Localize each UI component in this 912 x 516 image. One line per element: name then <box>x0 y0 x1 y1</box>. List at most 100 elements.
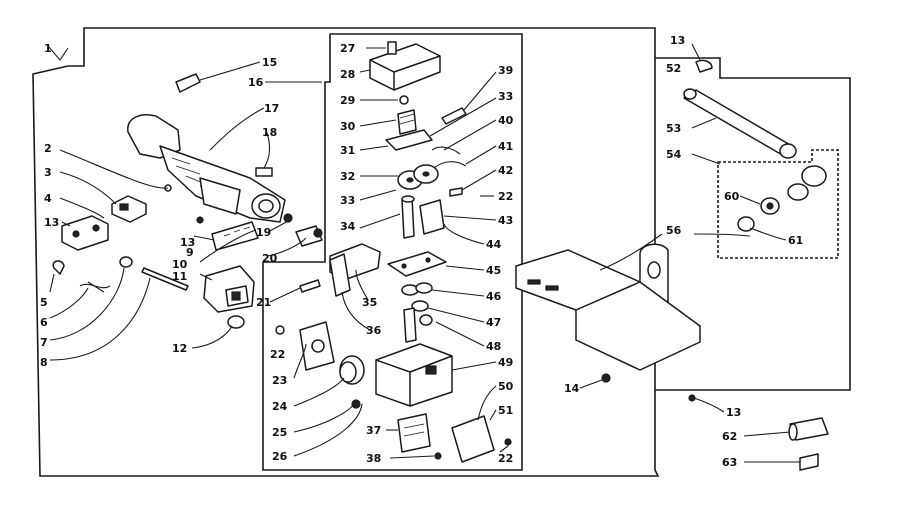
nut-29 <box>399 95 409 105</box>
callout-c35: 35 <box>362 296 377 309</box>
callout-c27: 27 <box>340 42 355 55</box>
callout-c8: 8 <box>40 356 48 369</box>
callout-c43: 43 <box>498 214 513 227</box>
switch-block-4 <box>61 215 109 251</box>
washer-47 <box>411 300 429 312</box>
bracket-31 <box>385 129 433 151</box>
callout-c19: 19 <box>256 226 271 239</box>
screw-22c <box>504 438 512 446</box>
callout-c22c: 22 <box>498 452 513 465</box>
callout-c56: 56 <box>666 224 682 237</box>
clip-52 <box>695 59 713 73</box>
right-frame-outline <box>655 57 851 391</box>
callout-c2: 2 <box>44 142 52 155</box>
link-39 <box>441 107 467 125</box>
callout-c11: 11 <box>172 270 187 283</box>
callout-c31: 31 <box>340 144 355 157</box>
chassis-56 <box>515 243 701 371</box>
cover-28 <box>369 43 441 91</box>
screw-25 <box>351 399 361 409</box>
callout-c13a: 13 <box>44 216 59 229</box>
spring-41 <box>433 161 467 169</box>
callout-c54: 54 <box>666 148 682 161</box>
callout-c34: 34 <box>340 220 356 233</box>
callout-c44: 44 <box>486 238 502 251</box>
callout-c38: 38 <box>366 452 381 465</box>
rod-8 <box>141 267 189 291</box>
bushing-46 <box>401 282 433 296</box>
callout-c13d: 13 <box>726 406 741 419</box>
clip-40 <box>431 146 461 155</box>
callout-c48: 48 <box>486 340 501 353</box>
bracket-36 <box>329 253 351 297</box>
callout-c17: 17 <box>264 102 279 115</box>
washer-61 <box>737 216 755 232</box>
callout-c15: 15 <box>262 56 277 69</box>
callout-c5: 5 <box>40 296 48 309</box>
handle-housing-17 <box>127 114 286 223</box>
callout-c32: 32 <box>340 170 355 183</box>
callout-c3: 3 <box>44 166 52 179</box>
callout-c25: 25 <box>272 426 287 439</box>
screw-38 <box>434 452 442 460</box>
callout-c33a: 33 <box>340 194 355 207</box>
cable-9 <box>211 221 259 251</box>
callout-c18: 18 <box>262 126 277 139</box>
shaft-53 <box>683 88 797 159</box>
screw-27 <box>387 41 397 55</box>
callout-c49: 49 <box>498 356 513 369</box>
callout-c53: 53 <box>666 122 681 135</box>
callout-c21: 21 <box>256 296 271 309</box>
clip-63 <box>799 453 819 471</box>
callout-c51: 51 <box>498 404 513 417</box>
callout-c26: 26 <box>272 450 288 463</box>
callout-c39: 39 <box>498 64 513 77</box>
callout-c42: 42 <box>498 164 513 177</box>
callout-c20: 20 <box>262 252 278 265</box>
washer-7 <box>119 256 133 268</box>
leader-lines <box>49 43 800 463</box>
board-51 <box>451 415 495 463</box>
callout-c62: 62 <box>722 430 737 443</box>
gear-assembly-54 <box>787 165 827 201</box>
callout-c36: 36 <box>366 324 382 337</box>
center-panel-outline <box>262 33 523 471</box>
corner-arrow <box>47 45 69 61</box>
callout-c33b: 33 <box>498 90 513 103</box>
callout-c4: 4 <box>44 192 52 205</box>
capacitor-62 <box>788 417 829 441</box>
callout-c52: 52 <box>666 62 681 75</box>
callout-c46: 46 <box>486 290 502 303</box>
callout-c14: 14 <box>564 382 580 395</box>
gear-33 <box>397 164 439 190</box>
callout-c10: 10 <box>172 258 188 271</box>
spring-6 <box>79 281 111 293</box>
shaft-48 <box>403 307 433 343</box>
washer-22a <box>275 325 285 335</box>
callout-c24: 24 <box>272 400 288 413</box>
housing-11 <box>203 265 255 313</box>
callout-c7: 7 <box>40 336 48 349</box>
plate-23 <box>299 321 335 371</box>
callout-c22a: 22 <box>270 348 285 361</box>
grommet-12 <box>227 315 245 329</box>
callout-c16: 16 <box>248 76 264 89</box>
callout-c23: 23 <box>272 374 287 387</box>
bearing-60 <box>760 197 780 215</box>
callout-c12: 12 <box>172 342 187 355</box>
callout-c60: 60 <box>724 190 740 203</box>
callout-c13b: 13 <box>180 236 195 249</box>
callout-c50: 50 <box>498 380 514 393</box>
callout-c45: 45 <box>486 264 501 277</box>
knob-15 <box>175 73 201 93</box>
callout-c37: 37 <box>366 424 381 437</box>
pin-42 <box>449 187 463 197</box>
bracket-43 <box>419 199 445 235</box>
clip-5 <box>52 260 65 275</box>
screw-13b <box>196 216 204 224</box>
motor-housing-49 <box>375 343 453 407</box>
detail-box-outline <box>717 149 839 259</box>
plate-45 <box>387 251 447 277</box>
